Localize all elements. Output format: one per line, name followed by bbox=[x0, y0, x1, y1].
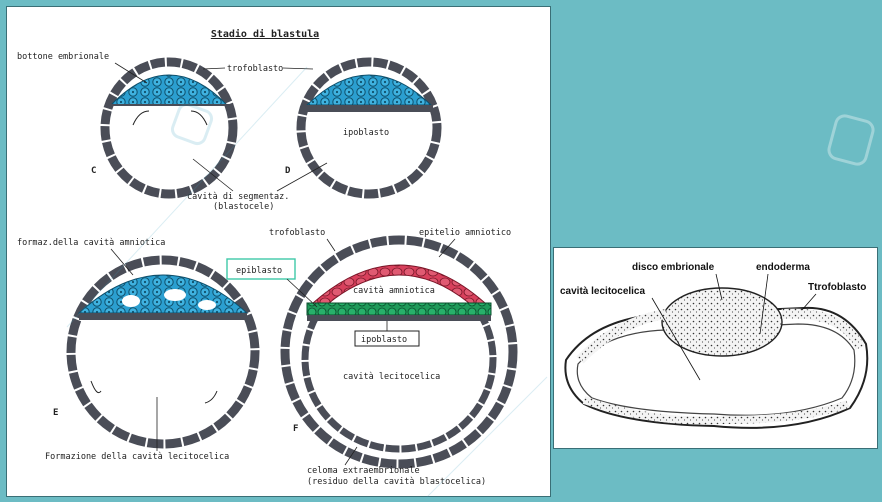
logo-watermark-icon bbox=[826, 110, 878, 174]
label-disco-embrionale: disco embrionale bbox=[632, 262, 715, 273]
stage-e-embryo bbox=[71, 260, 255, 444]
leader-line bbox=[283, 68, 313, 69]
right-figure-panel: disco embrionale endoderma Ttrofoblasto … bbox=[553, 247, 878, 449]
left-figure-panel: Stadio di blastula bottone embrionale tr… bbox=[6, 6, 551, 497]
label-cavita-amniotica: cavità amniotica bbox=[353, 286, 435, 296]
label-celoma-2: (residuo della cavità blastocelica) bbox=[307, 477, 486, 487]
leader-line bbox=[327, 239, 335, 251]
label-cavita-lecitocelica-right: cavità lecitocelica bbox=[560, 286, 645, 297]
label-trofoblasto-right: Ttrofoblasto bbox=[808, 282, 866, 293]
panel-letter-d: D bbox=[285, 166, 291, 176]
label-ipoblasto-d: ipoblasto bbox=[343, 128, 389, 138]
label-trofoblasto-f: trofoblasto bbox=[269, 228, 325, 238]
label-cavita-segmentaz: cavità di segmentaz. bbox=[187, 192, 289, 202]
label-formaz-cavita-amniotica: formaz.della cavità amniotica bbox=[17, 238, 165, 248]
label-blastocele: (blastocele) bbox=[213, 202, 274, 212]
stage-c-embryo bbox=[105, 62, 233, 194]
blastocyst-section-drawing: disco embrionale endoderma Ttrofoblasto … bbox=[554, 248, 879, 450]
label-endoderma: endoderma bbox=[756, 262, 810, 273]
panel-letter-f: F bbox=[293, 424, 298, 434]
label-cavita-lecitocelica: cavità lecitocelica bbox=[343, 372, 440, 382]
label-formazione-cavita: Formazione della cavità lecitocelica bbox=[45, 452, 229, 462]
label-celoma-1: celoma extraembrionale bbox=[307, 466, 420, 476]
panel-letter-e: E bbox=[53, 408, 58, 418]
label-trofoblasto-top: trofoblasto bbox=[227, 64, 283, 74]
panel-letter-c: C bbox=[91, 166, 96, 176]
embryo-section bbox=[565, 288, 867, 428]
blastula-diagram: Stadio di blastula bottone embrionale tr… bbox=[7, 7, 552, 498]
label-ipoblasto-f: ipoblasto bbox=[361, 335, 407, 345]
stage-f-embryo bbox=[285, 240, 513, 464]
leader-line bbox=[287, 279, 317, 307]
leader-line bbox=[203, 68, 225, 69]
label-epiblasto: epiblasto bbox=[236, 266, 282, 276]
label-bottone-embrionale: bottone embrionale bbox=[17, 52, 109, 62]
figure-title: Stadio di blastula bbox=[211, 28, 319, 40]
label-epitelio-amniotico: epitelio amniotico bbox=[419, 228, 511, 238]
